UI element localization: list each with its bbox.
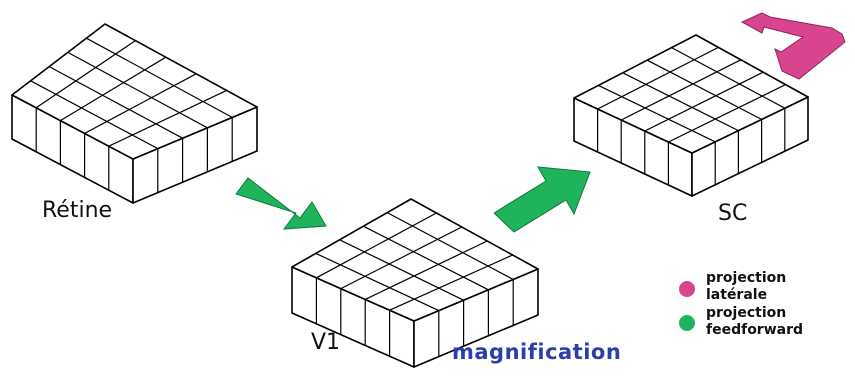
retina-label: Rétine — [42, 198, 113, 223]
magnification-label: magnification — [452, 340, 622, 364]
v1-grid-block — [291, 198, 539, 368]
feedforward-arrow-icon — [235, 177, 327, 230]
legend-feedforward-line1: projection — [706, 305, 787, 321]
legend-feedforward-line2: feedforward — [706, 322, 804, 338]
retina-grid-block — [11, 23, 258, 204]
legend-lateral-line2: latérale — [706, 287, 768, 303]
lateral-projection-legend-text: projection latérale — [706, 270, 786, 304]
feedforward-projection-legend-icon — [679, 315, 695, 331]
feedforward-projection-legend-text: projection feedforward — [706, 305, 803, 339]
sc-grid-block — [573, 34, 809, 197]
lateral-projection-legend-icon — [679, 281, 695, 297]
feedforward-arrow-icon — [493, 166, 591, 233]
v1-label: V1 — [311, 330, 341, 355]
sc-label: SC — [718, 201, 748, 226]
lateral-u-turn-arrow-icon — [740, 12, 846, 80]
legend-lateral-line1: projection — [706, 270, 787, 286]
